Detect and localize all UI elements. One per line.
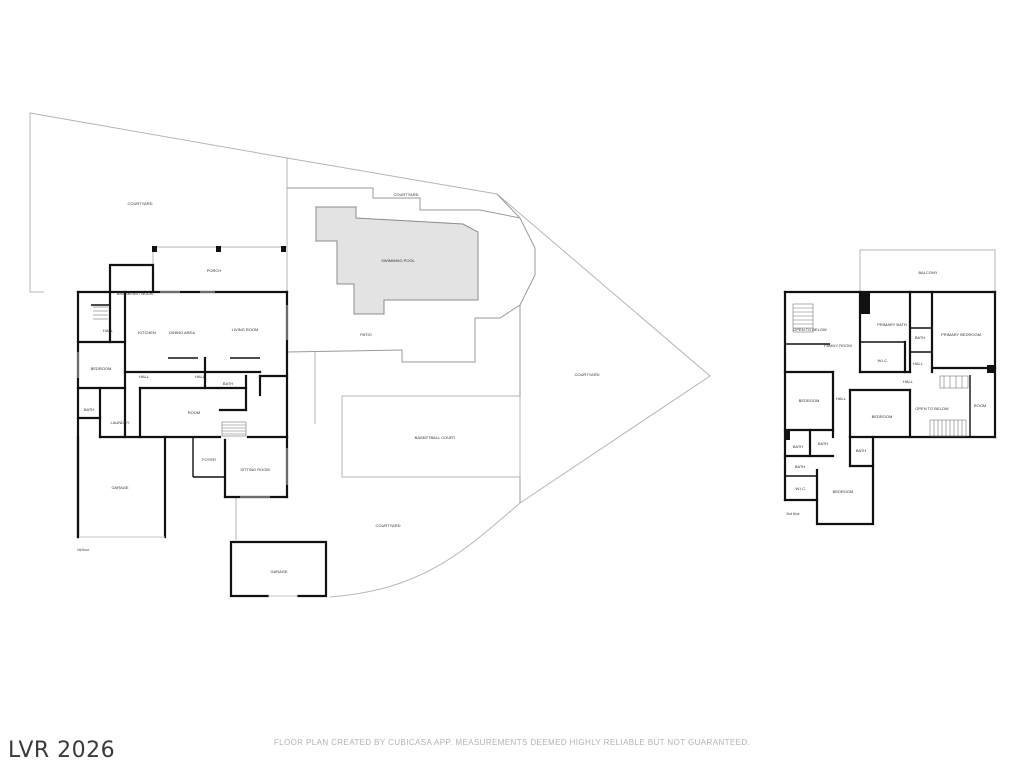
second-floor-labels: 2nd floor BALCONY OPEN TO BELOW FAMILY R… (786, 270, 986, 516)
label-bath-b: BATH (84, 407, 94, 412)
label-hall-b: HALL (139, 374, 150, 379)
label-floor2: 2nd floor (786, 512, 800, 516)
label-family-room: FAMILY ROOM (824, 343, 851, 348)
first-floor-labels: 1st floor PORCH BREAKFAST NOOK HALL KITC… (77, 268, 270, 552)
label-hall-c: HALL (836, 396, 847, 401)
label-courtyard-nw: COURTYARD (128, 201, 153, 206)
label-primary-bath: PRIMARY BATH (877, 322, 907, 327)
label-bath-e: BATH (795, 464, 805, 469)
label-courtyard-e: COURTYARD (575, 372, 600, 377)
first-floor-stairs (93, 306, 247, 437)
label-floor1: 1st floor (77, 548, 90, 552)
label-porch: PORCH (207, 268, 222, 273)
label-bath-b: BATH (793, 444, 803, 449)
label-bath-d: BATH (856, 448, 866, 453)
label-foyer: FOYER (202, 457, 216, 462)
second-floor-stairs (792, 303, 969, 437)
label-basketball-court: BASKETBALL COURT (415, 435, 456, 440)
label-breakfast-nook: BREAKFAST NOOK (117, 291, 154, 296)
label-hall-c: HALL (195, 374, 206, 379)
label-primary-bedroom: PRIMARY BEDROOM (941, 332, 981, 337)
label-hall-a: HALL (913, 361, 924, 366)
label-balcony: BALCONY (918, 270, 937, 275)
label-open-to-below-b: OPEN TO BELOW (915, 406, 949, 411)
label-hall-b: HALL (903, 379, 914, 384)
first-floor-windows (77, 291, 288, 498)
detached-garage (229, 540, 328, 598)
label-living-room: LIVING ROOM (232, 327, 259, 332)
swimming-pool (315, 206, 479, 315)
second-floor-walls (783, 249, 997, 526)
label-swimming-pool: SWIMMING POOL (381, 258, 415, 263)
label-bath-a: BATH (915, 335, 925, 340)
label-open-to-below-a: OPEN TO BELOW (793, 327, 827, 332)
site-outline (29, 112, 711, 598)
label-wic-a: W.I.C. (878, 358, 889, 363)
label-bedroom: BEDROOM (91, 366, 112, 371)
label-bedroom-a: BEDROOM (799, 398, 820, 403)
label-garage: GARAGE (111, 485, 128, 490)
label-bath-c: BATH (818, 441, 828, 446)
label-courtyard-n: COURTYARD (394, 192, 419, 197)
label-courtyard-s: COURTYARD (376, 523, 401, 528)
label-patio: PATIO (360, 332, 371, 337)
floor-plan-disclaimer: FLOOR PLAN CREATED BY CUBICASA APP. MEAS… (273, 738, 751, 747)
label-room: ROOM (974, 403, 986, 408)
label-dining-area: DINING AREA (169, 330, 195, 335)
label-bedroom-b: BEDROOM (872, 414, 893, 419)
label-hall-a: HALL (103, 328, 114, 333)
watermark: LVR 2026 (8, 738, 116, 763)
label-kitchen: KITCHEN (138, 330, 156, 335)
site-labels: COURTYARD COURTYARD COURTYARD COURTYARD … (128, 192, 600, 574)
label-bedroom-c: BEDROOM (833, 489, 854, 494)
first-floor-walls (76, 246, 289, 539)
label-room: ROOM (188, 410, 200, 415)
label-bath-a: BATH (223, 381, 233, 386)
label-wic-b: W.I.C. (796, 486, 807, 491)
label-sitting-room: SITTING ROOM (240, 467, 269, 472)
label-detached-garage: GARAGE (270, 569, 287, 574)
label-laundry: LAUNDRY (110, 420, 129, 425)
